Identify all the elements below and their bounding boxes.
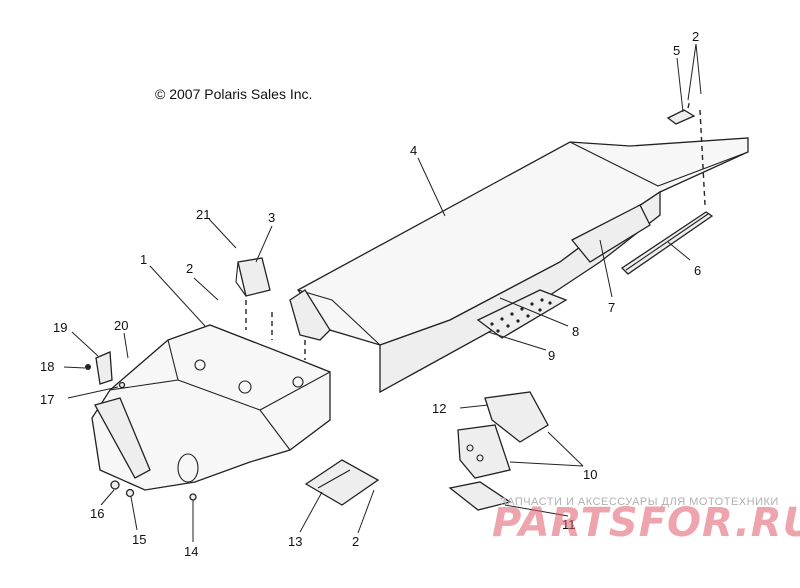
watermark-subtitle: ЗАПЧАСТИ И АКСЕССУАРЫ ДЛЯ МОТОТЕХНИКИ — [500, 496, 779, 508]
leader-lines — [63, 43, 702, 542]
perforated-panel-part — [476, 289, 568, 339]
callout-10: 10 — [583, 467, 597, 482]
callout-17: 17 — [40, 392, 54, 407]
bracket-part — [95, 351, 113, 385]
callout-12: 12 — [432, 401, 446, 416]
callout-21: 21 — [196, 207, 210, 222]
callout-labels: 1 2 2 2 3 4 5 6 7 8 9 10 11 12 13 14 15 … — [40, 29, 701, 559]
reinforcement-part — [570, 204, 651, 263]
plate-part — [304, 459, 380, 506]
callout-15: 15 — [132, 532, 146, 547]
callout-1: 1 — [140, 252, 147, 267]
callout-3: 3 — [268, 210, 275, 225]
lower-bracket-part — [448, 481, 512, 511]
flap-part — [666, 109, 696, 125]
bulkhead-part — [91, 324, 331, 491]
tunnel-part — [289, 137, 749, 394]
callout-9: 9 — [548, 348, 555, 363]
callout-6: 6 — [694, 263, 701, 278]
callout-14: 14 — [184, 544, 198, 559]
callout-7: 7 — [608, 300, 615, 315]
callout-20: 20 — [114, 318, 128, 333]
cover-part — [235, 257, 271, 297]
callout-2-a: 2 — [186, 261, 193, 276]
callout-16: 16 — [90, 506, 104, 521]
callout-2-b: 2 — [692, 29, 699, 44]
exhaust-bracket-part — [457, 391, 549, 479]
callout-2-c: 2 — [352, 534, 359, 549]
callout-19: 19 — [53, 320, 67, 335]
watermark-logo: PARTSFOR.RU — [492, 500, 800, 546]
callout-8: 8 — [572, 324, 579, 339]
callout-5: 5 — [673, 43, 680, 58]
callout-4: 4 — [410, 143, 417, 158]
callout-11: 11 — [562, 517, 576, 532]
hardware-parts — [85, 364, 197, 501]
callout-18: 18 — [40, 359, 54, 374]
copyright-text: © 2007 Polaris Sales Inc. — [155, 86, 313, 102]
slide-strip-part — [620, 211, 714, 275]
callout-13: 13 — [288, 534, 302, 549]
